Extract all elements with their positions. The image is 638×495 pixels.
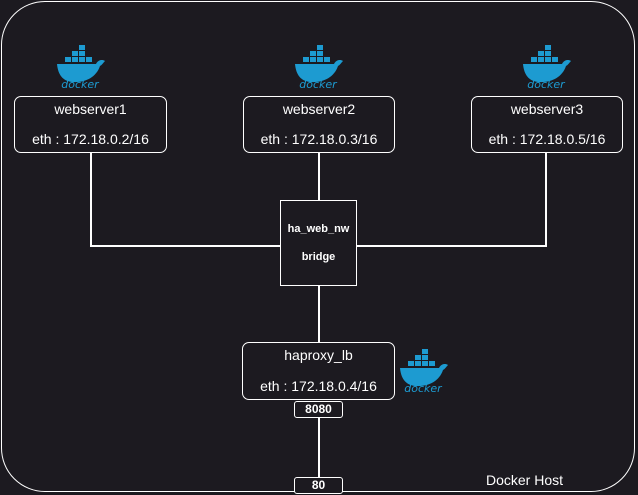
container-port-badge: 8080 xyxy=(294,401,343,418)
host-port-badge: 80 xyxy=(294,477,343,494)
webserver1-node[interactable]: webserver1 eth : 172.18.0.2/16 xyxy=(14,96,167,153)
link-webserver3 xyxy=(356,152,547,247)
webserver2-node[interactable]: webserver2 eth : 172.18.0.3/16 xyxy=(243,96,395,153)
bridge-network-node[interactable]: ha_web_nw bridge xyxy=(280,200,357,286)
docker-whale-icon: docker xyxy=(57,45,105,90)
node-eth: eth : 172.18.0.3/16 xyxy=(260,131,378,147)
docker-logo-text: docker xyxy=(404,382,443,394)
node-name: webserver2 xyxy=(282,101,356,117)
node-eth: eth : 172.18.0.2/16 xyxy=(32,131,149,147)
bridge-name: ha_web_nw xyxy=(287,223,350,235)
link-webserver1 xyxy=(90,152,280,247)
docker-logo-text: docker xyxy=(299,78,338,90)
docker-whale-icon: docker xyxy=(295,45,343,90)
node-eth: eth : 172.18.0.5/16 xyxy=(488,131,606,147)
node-name: webserver1 xyxy=(54,101,127,117)
node-name: haproxy_lb xyxy=(284,347,353,363)
webserver3-node[interactable]: webserver3 eth : 172.18.0.5/16 xyxy=(471,96,623,153)
haproxy-lb-node[interactable]: haproxy_lb eth : 172.18.0.4/16 xyxy=(242,342,395,400)
docker-host-label: Docker Host xyxy=(486,472,564,488)
docker-logo-text: docker xyxy=(527,78,566,90)
docker-whale-icon: docker xyxy=(400,349,448,394)
node-name: webserver3 xyxy=(510,101,584,117)
docker-whale-icon: docker xyxy=(523,45,571,90)
docker-logo-text: docker xyxy=(61,78,100,90)
node-eth: eth : 172.18.0.4/16 xyxy=(260,378,377,394)
bridge-type: bridge xyxy=(301,251,336,263)
